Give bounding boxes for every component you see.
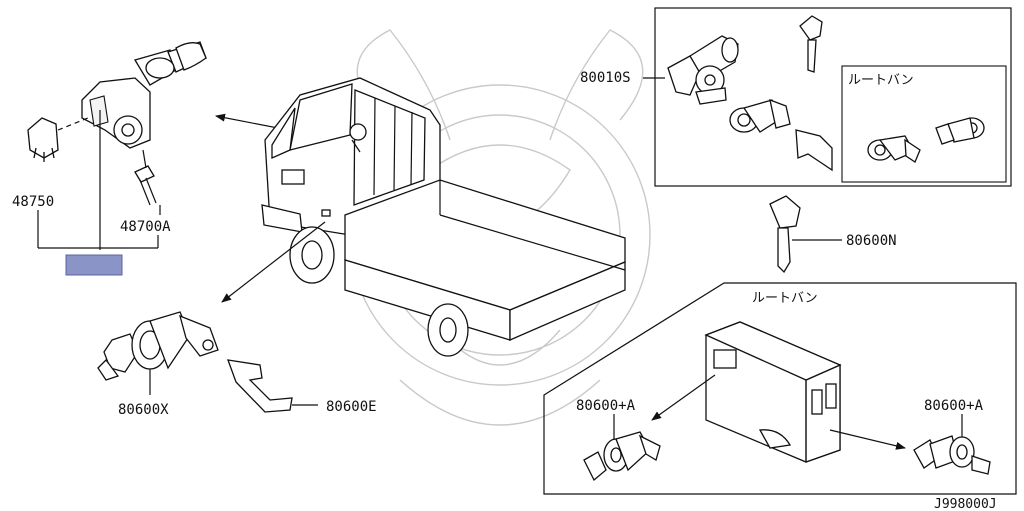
diagram-code: J998000J <box>934 497 997 511</box>
route-van-lock-2 <box>935 117 985 145</box>
arrow-to-door-lock <box>221 221 326 303</box>
label-80600N: 80600N <box>846 233 897 249</box>
bolt-part <box>134 149 161 215</box>
lockset-key <box>799 15 823 73</box>
route-van-subbox <box>841 65 1007 183</box>
label-80600X: 80600X <box>118 402 169 418</box>
label-48750: 48750 <box>12 194 54 210</box>
door-lock-cylinder <box>97 311 219 395</box>
label-80600A-right: 80600+A <box>924 398 984 414</box>
route-van-side-lock <box>583 414 661 482</box>
lock-set-box <box>654 7 1012 187</box>
steering-lock-assembly <box>81 41 207 250</box>
truck-illustration <box>261 77 626 357</box>
route-van-lock-1 <box>867 135 921 163</box>
label-80600E: 80600E <box>326 399 377 415</box>
label-48700A: 48700A <box>120 219 171 235</box>
route-van-rear-lock <box>913 414 991 475</box>
route-van-illustration <box>704 321 842 463</box>
blank-key <box>769 195 801 274</box>
lock-cylinder-part <box>27 117 89 162</box>
arrow-to-rear-lock <box>829 429 906 450</box>
label-80600A-left: 80600+A <box>576 398 636 414</box>
lockset-door-cylinder <box>729 98 791 133</box>
lockset-steering-lock <box>667 35 739 105</box>
route-van-box <box>543 282 1017 495</box>
label-80010S: 80010S <box>580 70 631 86</box>
route-van-label-bottom: ルートバン <box>752 291 818 306</box>
lock-clip-part <box>227 359 318 413</box>
highlighted-part-marker <box>65 254 123 276</box>
route-van-label-top: ルートバン <box>848 73 914 88</box>
arrow-to-side-lock <box>651 374 716 421</box>
lockset-clip <box>795 129 833 172</box>
